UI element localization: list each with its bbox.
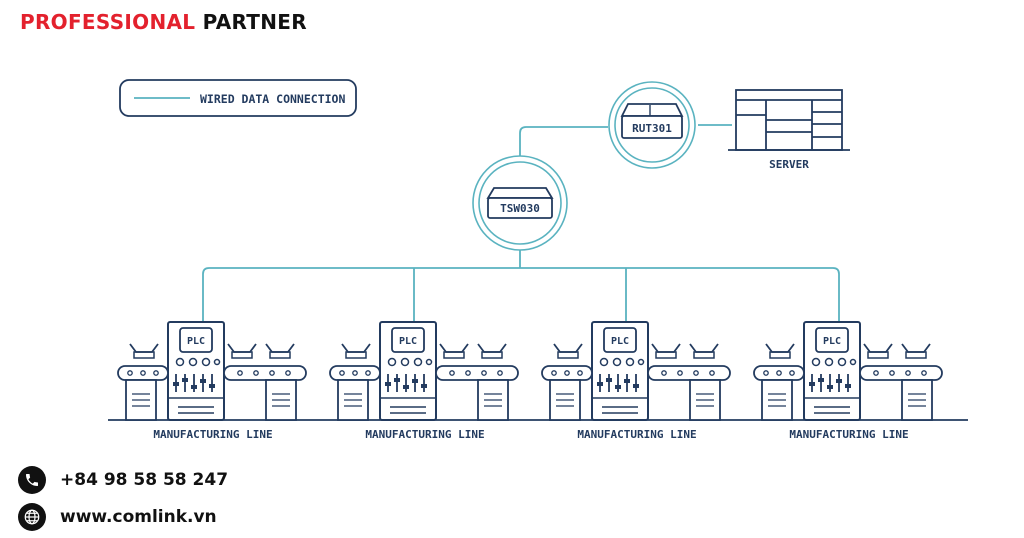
contact-phone: +84 98 58 58 247: [18, 465, 228, 495]
router-node: RUT301: [608, 81, 696, 169]
conveyor-plc-icon: [330, 322, 518, 420]
brand-title: PROFESSIONAL PARTNER: [20, 10, 307, 34]
phone-number: +84 98 58 58 247: [60, 470, 229, 490]
manufacturing-line-2: PLC MANUFACTURING LINE: [330, 322, 518, 441]
switch-node: TSW030: [472, 155, 568, 251]
plc-label: PLC: [611, 336, 629, 347]
manufacturing-line-label: MANUFACTURING LINE: [577, 428, 696, 441]
phone-icon: [18, 466, 46, 494]
manufacturing-line-label: MANUFACTURING LINE: [789, 428, 908, 441]
brand-part-professional: PROFESSIONAL: [20, 10, 196, 34]
server-node: SERVER: [728, 89, 850, 171]
manufacturing-line-label: MANUFACTURING LINE: [153, 428, 272, 441]
plc-label: PLC: [399, 336, 417, 347]
server-icon: [728, 89, 850, 151]
manufacturing-line-1: PLC MANUFACTURING LINE: [118, 322, 306, 441]
wired-connections: [202, 124, 840, 325]
manufacturing-line-4: PLC MANUFACTURING LINE: [754, 322, 942, 441]
manufacturing-line-label: MANUFACTURING LINE: [365, 428, 484, 441]
globe-icon: [18, 503, 46, 531]
router-label: RUT301: [632, 122, 672, 135]
conveyor-plc-icon: [754, 322, 942, 420]
legend-label: WIRED DATA CONNECTION: [200, 92, 345, 106]
website-link[interactable]: www.comlink.vn: [60, 507, 217, 527]
conveyor-plc-icon: [118, 322, 306, 420]
conveyor-plc-icon: [542, 322, 730, 420]
switch-icon: [486, 187, 554, 219]
router-icon: [620, 103, 684, 139]
plc-label: PLC: [187, 336, 205, 347]
contact-website: www.comlink.vn: [18, 502, 217, 532]
plc-label: PLC: [823, 336, 841, 347]
manufacturing-line-3: PLC MANUFACTURING LINE: [542, 322, 730, 441]
server-label: SERVER: [769, 158, 809, 171]
switch-label: TSW030: [500, 202, 540, 215]
brand-part-partner: PARTNER: [202, 10, 307, 34]
legend: WIRED DATA CONNECTION: [119, 79, 357, 117]
